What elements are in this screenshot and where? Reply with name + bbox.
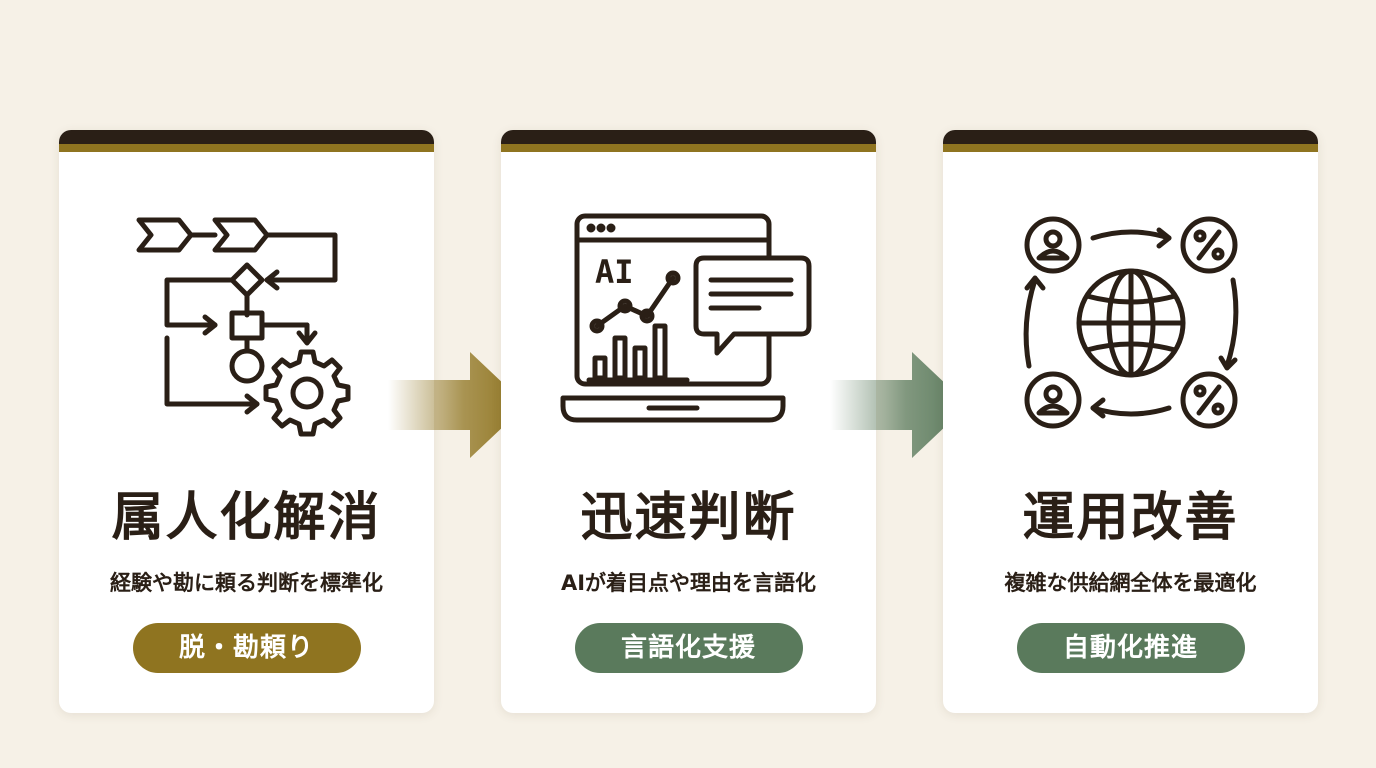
card-description: AIが着目点や理由を言語化: [560, 571, 817, 595]
card-standardization: 属人化解消 経験や勘に頼る判断を標準化 脱・勘頼り: [59, 130, 434, 713]
ai-laptop-chat-icon: AI: [559, 208, 819, 438]
arrow-right-icon: [830, 350, 970, 460]
arrow-right-icon: [388, 350, 528, 460]
card-top-bar: [943, 130, 1318, 152]
card-badge: 言語化支援: [574, 623, 803, 673]
card-top-accent-band: [943, 144, 1318, 152]
card-title: 運用改善: [1022, 487, 1239, 548]
card-title: 属人化解消: [111, 487, 382, 548]
process-flow-gear-icon: [117, 208, 377, 438]
card-top-dark-band: [943, 130, 1318, 144]
card-top-bar: [501, 130, 876, 152]
ai-label: AI: [595, 253, 634, 291]
card-quick-decision: AI 迅速判断 AIが着目点や理由を言語化 言語化支援: [501, 130, 876, 713]
card-top-bar: [59, 130, 434, 152]
card-title: 迅速判断: [580, 487, 797, 548]
card-description: 複雑な供給網全体を最適化: [1004, 571, 1257, 595]
global-network-icon: [1001, 208, 1261, 438]
card-top-dark-band: [59, 130, 434, 144]
card-top-dark-band: [501, 130, 876, 144]
card-badge: 脱・勘頼り: [132, 623, 361, 673]
card-operation-improvement: 運用改善 複雑な供給網全体を最適化 自動化推進: [943, 130, 1318, 713]
card-description: 経験や勘に頼る判断を標準化: [110, 571, 383, 595]
card-top-accent-band: [59, 144, 434, 152]
card-badge: 自動化推進: [1016, 623, 1245, 673]
card-top-accent-band: [501, 144, 876, 152]
